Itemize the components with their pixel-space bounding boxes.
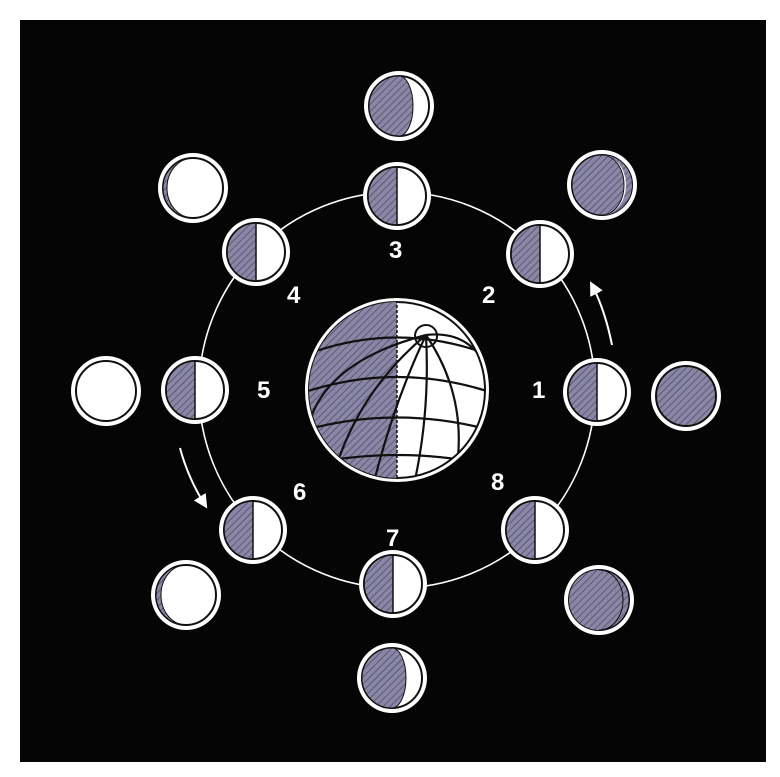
moon-view-full-icon (71, 356, 141, 426)
position-label-3: 3 (389, 237, 402, 264)
position-label-5: 5 (257, 377, 270, 404)
moon-view-new-icon (651, 361, 721, 431)
moon-view-waning-gibbous-icon (151, 560, 221, 630)
position-label-2: 2 (482, 282, 495, 309)
moon-phase-icon-pos-7 (359, 550, 427, 618)
moon-phase-icon-pos-8 (501, 496, 569, 564)
position-label-7: 7 (386, 525, 399, 552)
moon-phase-icon-pos-3 (363, 162, 431, 230)
position-label-8: 8 (491, 469, 504, 496)
moon-phase-icon-pos-1 (563, 358, 631, 426)
position-label-1: 1 (532, 377, 545, 404)
moon-view-waning-crescent-icon (564, 565, 634, 635)
moon-phase-icon-pos-2 (506, 220, 574, 288)
position-label-6: 6 (293, 479, 306, 506)
moon-phase-icon-pos-4 (222, 218, 290, 286)
moon-phase-icon-pos-6 (219, 496, 287, 564)
position-label-4: 4 (287, 282, 301, 309)
moon-view-last-quarter-icon (357, 643, 427, 713)
moon-phase-icon-pos-5 (161, 356, 229, 424)
moon-view-first-quarter-icon (364, 71, 434, 141)
moon-view-waxing-crescent-icon (567, 150, 637, 220)
moon-view-waxing-gibbous-icon (158, 153, 228, 223)
